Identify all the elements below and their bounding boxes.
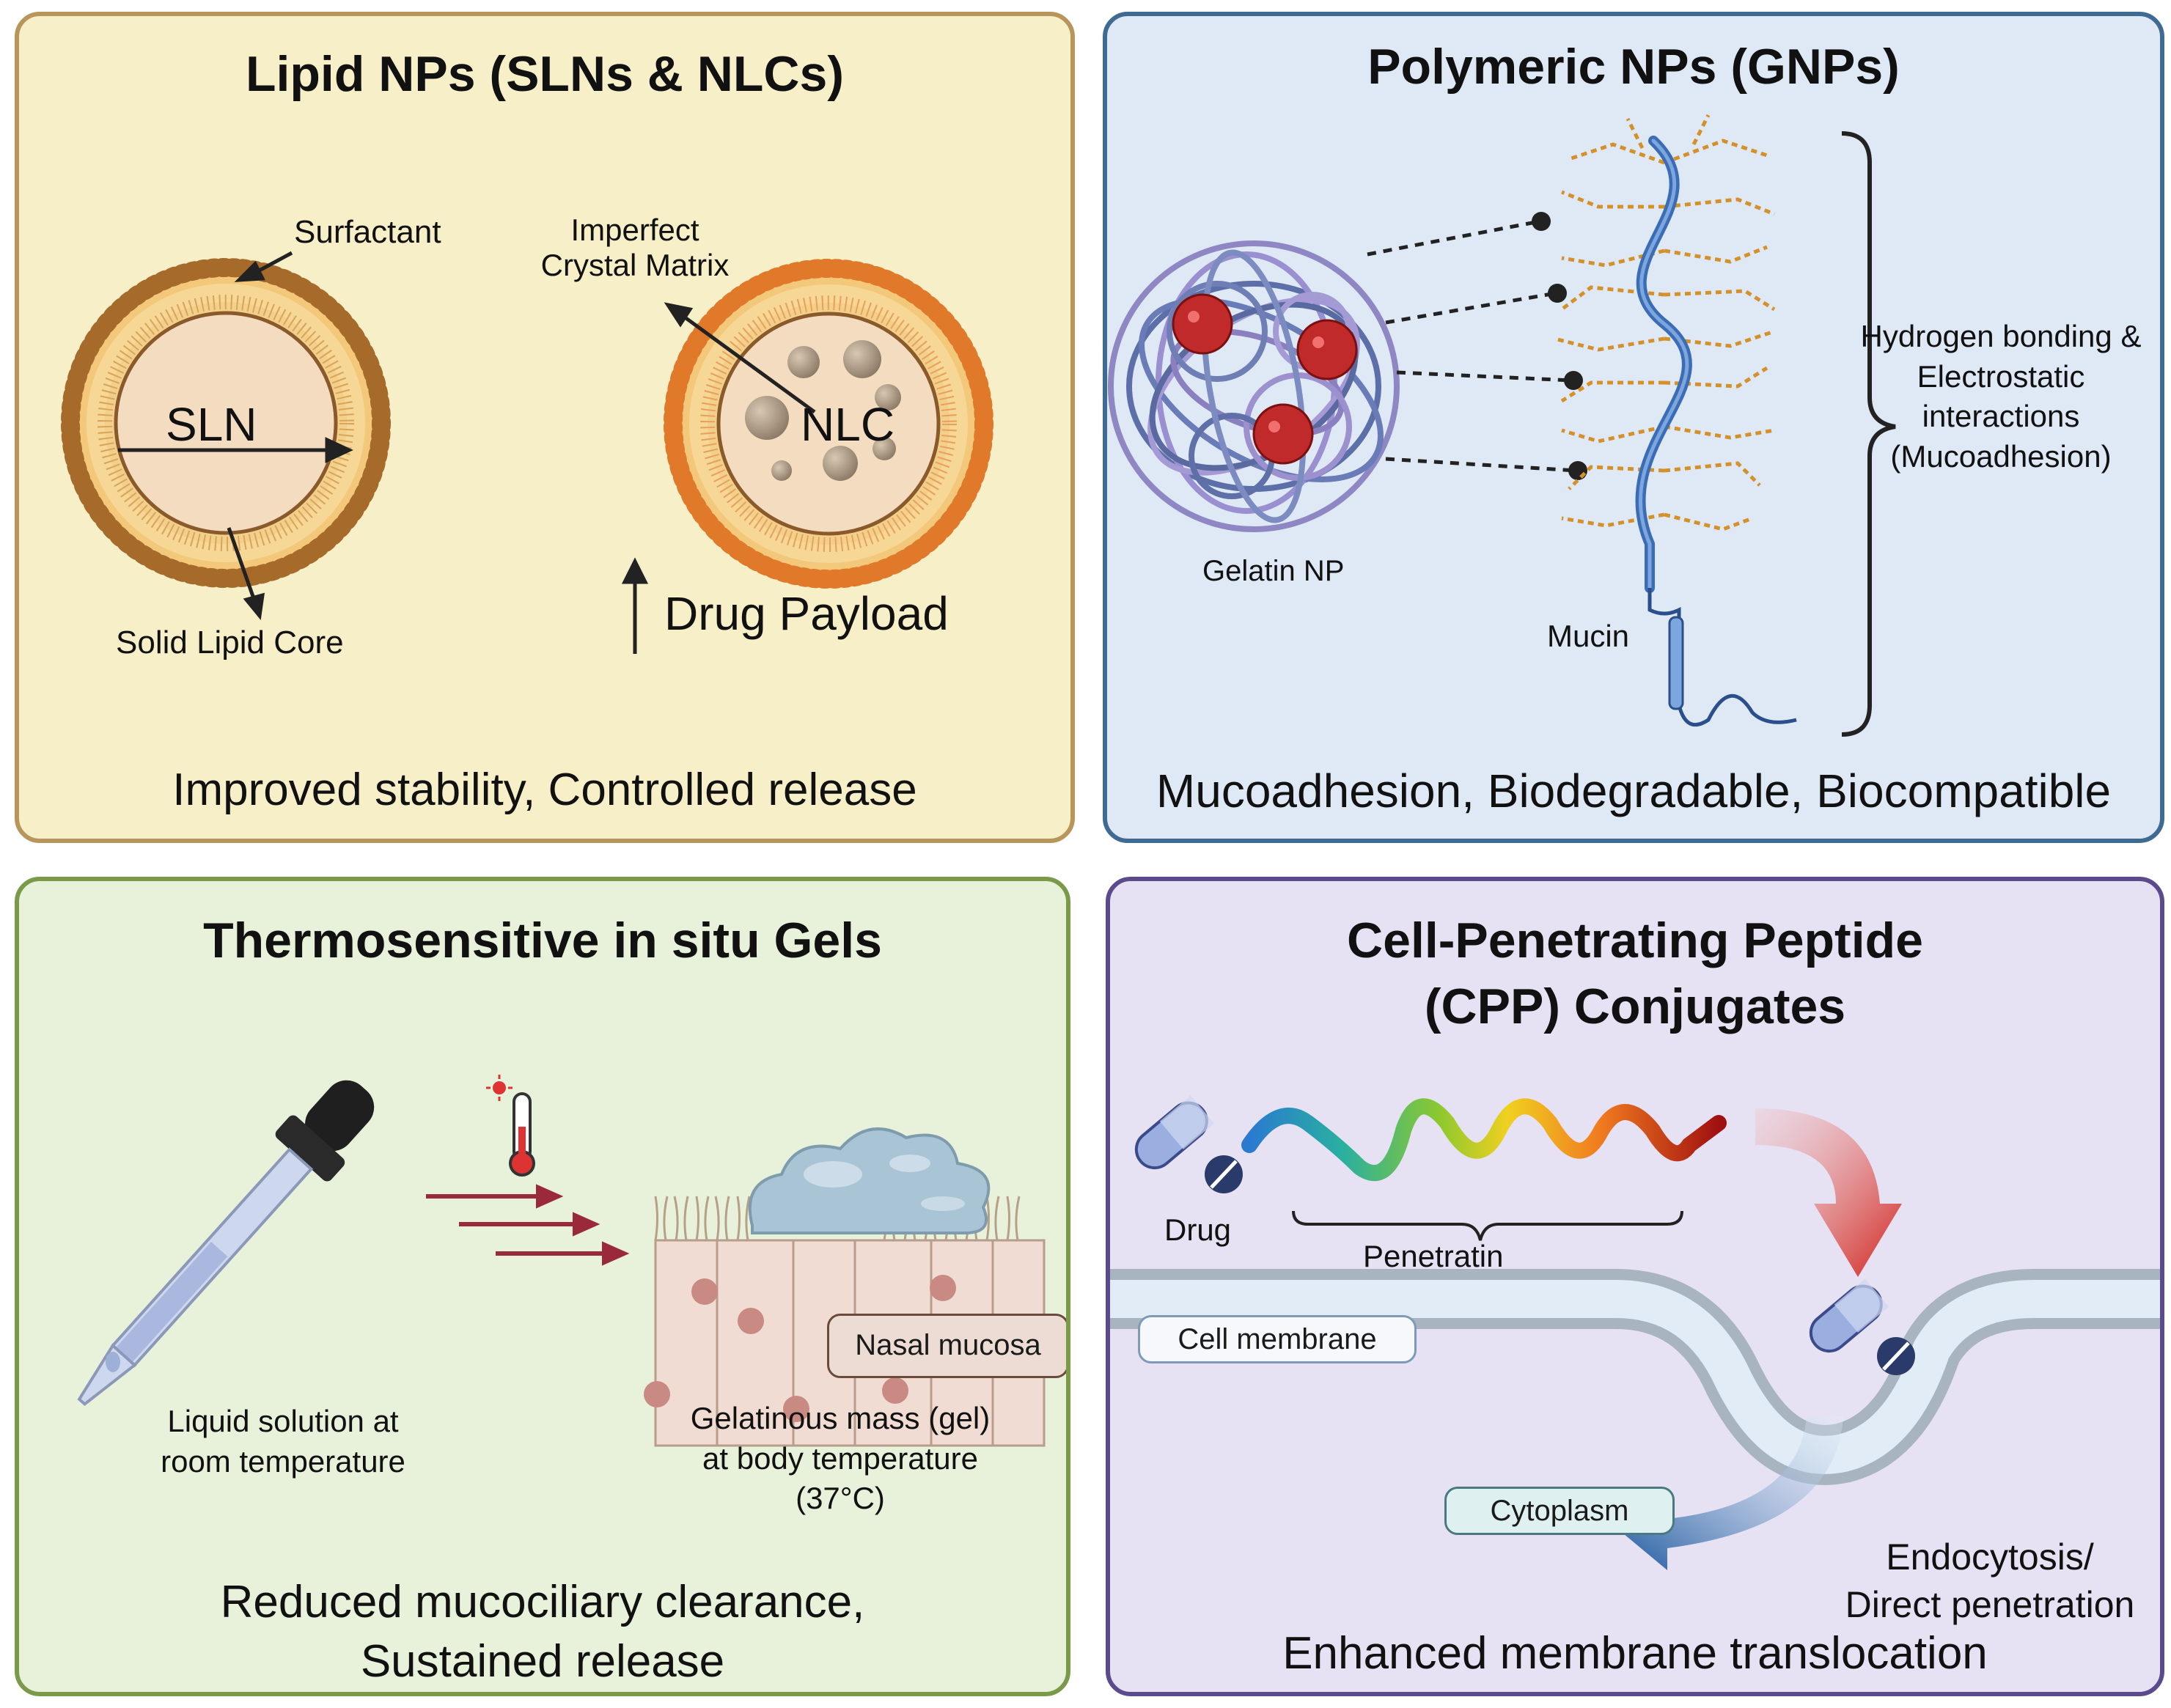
gelatin-np	[1108, 240, 1400, 532]
liquid-solution-label: Liquid solution at room temperature	[161, 1404, 405, 1479]
penetratin-helix	[1241, 1098, 1727, 1182]
gelatinous-mass-label: Gelatinous mass (gel) at body temperatur…	[690, 1401, 991, 1516]
lipid-caption: Improved stability, Controlled release	[172, 765, 917, 815]
lipid-np-illustration	[61, 251, 993, 654]
endocytosis-label: Endocytosis/ Direct penetration	[1845, 1536, 2135, 1625]
dropper-icon	[77, 1080, 375, 1407]
polymeric-np-illustration	[1108, 114, 1896, 737]
cell-membrane	[1110, 1269, 2160, 1485]
gelatin-np-label: Gelatin NP	[1202, 555, 1345, 587]
mucin	[1554, 114, 1797, 727]
interaction-lines	[1367, 219, 1577, 473]
drug-capsule-icon	[1134, 1095, 1243, 1193]
lipid-np-panel: Lipid NPs (SLNs & NLCs) Surfactant Imper…	[15, 12, 1075, 843]
cytoplasm-label: Cytoplasm	[1444, 1487, 1675, 1535]
thermogel-title: Thermosensitive in situ Gels	[203, 913, 882, 968]
imperfect-crystal-label: Imperfect Crystal Matrix	[540, 213, 730, 282]
hydrogen-bonding-label: Hydrogen bonding & Electrostatic interac…	[1860, 319, 2142, 474]
lipid-arrows	[118, 251, 816, 654]
cpp-caption: Enhanced membrane translocation	[1282, 1628, 1988, 1679]
drug-payload-label: Drug Payload	[664, 587, 949, 640]
lipid-title: Lipid NPs (SLNs & NLCs)	[245, 46, 845, 102]
nlc-label: NLC	[801, 398, 895, 451]
nlc-particle	[664, 259, 993, 589]
sln-particle	[61, 258, 391, 588]
polymeric-np-panel: Polymeric NPs (GNPs) Gelatin NP Mucin Hy…	[1103, 12, 2164, 843]
penetratin-brace	[1292, 1210, 1683, 1241]
thermogel-illustration	[77, 1075, 1046, 1447]
cpp-illustration	[1110, 1095, 2160, 1570]
surfactant-label: Surfactant	[294, 214, 441, 250]
polymeric-title: Polymeric NPs (GNPs)	[1367, 39, 1900, 95]
nasal-mucosa-label: Nasal mucosa	[827, 1314, 1066, 1378]
thermometer-icon	[486, 1075, 535, 1177]
sln-label: SLN	[166, 398, 257, 451]
interaction-brace	[1841, 131, 1896, 737]
translocation-arrow	[1623, 1416, 1843, 1570]
entry-arrow	[1755, 1108, 1902, 1277]
cell-membrane-label: Cell membrane	[1138, 1315, 1417, 1363]
penetratin-label: Penetratin	[1363, 1239, 1504, 1273]
cpp-title: Cell-Penetrating Peptide (CPP) Conjugate…	[1347, 913, 1923, 1035]
solid-lipid-core-label: Solid Lipid Core	[116, 625, 344, 660]
polymeric-caption: Mucoadhesion, Biodegradable, Biocompatib…	[1156, 765, 2112, 817]
drug-beads	[1172, 293, 1358, 465]
drug-label: Drug	[1164, 1212, 1232, 1247]
gel-blob	[748, 1127, 991, 1234]
internalized-drug-icon	[1809, 1278, 1915, 1375]
thermogel-caption: Reduced mucociliary clearance, Sustained…	[220, 1577, 865, 1687]
heat-arrows	[426, 1184, 630, 1266]
mucin-label: Mucin	[1547, 619, 1630, 653]
thermogel-panel: Thermosensitive in situ Gels Nasal mucos…	[15, 877, 1070, 1696]
cpp-panel: Cell-Penetrating Peptide (CPP) Conjugate…	[1106, 877, 2164, 1696]
cell-nuclei	[644, 1275, 1022, 1422]
